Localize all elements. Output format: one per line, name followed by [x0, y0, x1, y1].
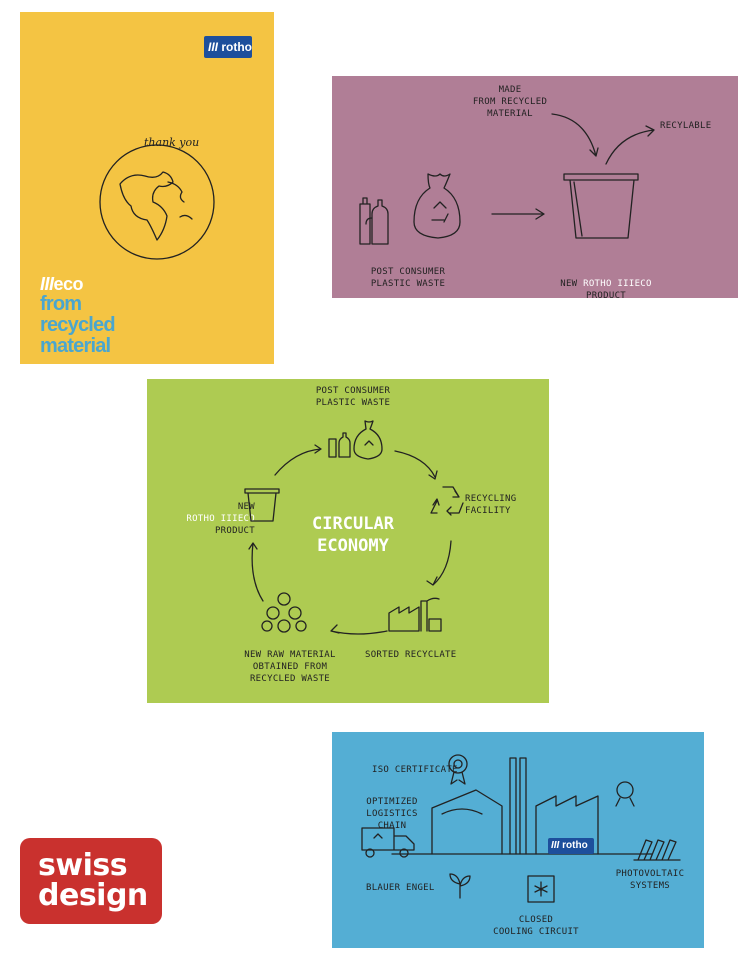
- bottles-icon: [359, 197, 389, 245]
- sorted-recyclate-label: SORTED RECYCLATE: [365, 650, 457, 660]
- arrow-icon: [491, 208, 545, 220]
- bottles-icon: [328, 432, 351, 458]
- spiral-icon: [261, 592, 307, 633]
- circular-economy-title: CIRCULAR ECONOMY: [293, 513, 413, 557]
- trash-bag-icon: [413, 173, 461, 239]
- logistics-label: OPTIMIZED LOGISTICS CHAIN: [366, 797, 418, 831]
- post-consumer-label: POST CONSUMER PLASTIC WASTE: [370, 267, 446, 289]
- tagline-line-1: from: [40, 293, 82, 315]
- iso-certificate-label: ISO CERTIFICATE: [372, 765, 458, 775]
- swiss-line-1: swiss: [38, 848, 128, 883]
- recylable-label: RECYLABLE: [660, 121, 712, 131]
- snowflake-icon: [527, 875, 555, 903]
- blauer-engel-label: BLAUER ENGEL: [366, 883, 435, 893]
- eco-wordmark: IIIeco: [40, 274, 84, 294]
- thank-you-handwriting: thank you: [144, 136, 200, 149]
- tagline-line-2: recycled: [40, 314, 116, 336]
- cycle-arrows: [248, 444, 452, 635]
- title-line-2: ECONOMY: [317, 536, 389, 556]
- globe-icon: [99, 144, 215, 260]
- recycled-product-card: MADE FROM RECYCLED MATERIAL RECYLABLE PO…: [332, 76, 738, 301]
- factory-icon: [388, 597, 442, 632]
- sustainability-card: ISO CERTIFICATE OPTIMIZED LOGISTICS CHAI…: [332, 732, 704, 948]
- recycle-icon: [430, 486, 464, 516]
- factory-icon: [391, 757, 653, 855]
- medal-icon: [615, 781, 635, 807]
- bin-icon: [244, 488, 280, 522]
- title-line-1: CIRCULAR: [312, 514, 394, 534]
- sprout-icon: [449, 873, 471, 899]
- rotho-logo: III rotho: [548, 838, 594, 854]
- made-from-label: MADE FROM RECYCLED MATERIAL: [472, 85, 548, 119]
- curved-arrow-icon: [605, 125, 655, 165]
- post-consumer-label: POST CONSUMER PLASTIC WASTE: [315, 386, 391, 408]
- cooling-circuit-label: CLOSED COOLING CIRCUIT: [493, 915, 579, 937]
- photovoltaic-label: PHOTOVOLTAIC SYSTEMS: [615, 869, 685, 891]
- recycling-facility-label: RECYCLING FACILITY: [465, 494, 517, 516]
- trash-bag-icon: [353, 420, 383, 460]
- swiss-line-2: design: [38, 878, 148, 913]
- rotho-logo: III rotho: [204, 36, 252, 58]
- tagline: from recycled material: [40, 293, 116, 357]
- circular-economy-card: POST CONSUMER PLASTIC WASTE RECYCLING FA…: [147, 379, 549, 703]
- medal-icon: [448, 754, 468, 785]
- swiss-design-badge: swiss design: [20, 838, 162, 924]
- truck-icon: [361, 827, 415, 858]
- eco-card: III rotho thank you IIIeco from recycled…: [20, 12, 274, 364]
- curved-arrow-icon: [551, 113, 599, 157]
- tagline-line-3: material: [40, 335, 111, 357]
- new-raw-material-label: NEW RAW MATERIAL OBTAINED FROM RECYCLED …: [244, 650, 336, 684]
- bin-icon: [563, 173, 639, 239]
- solar-panel-icon: [633, 839, 681, 861]
